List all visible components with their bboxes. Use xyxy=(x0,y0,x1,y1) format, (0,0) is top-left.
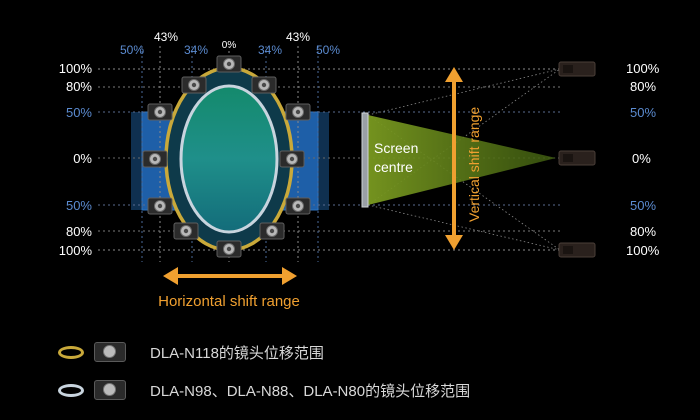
projector-side-icon xyxy=(558,242,596,258)
projector-icon xyxy=(94,342,126,362)
screen-centre-label-line1: Screen xyxy=(374,140,418,156)
screen-centre-label-line2: centre xyxy=(374,159,413,175)
side-projectors xyxy=(558,61,596,258)
top-label-34-right: 34% xyxy=(258,43,282,57)
legend-text-n98-n88-n80: DLA-N98、DLA-N88、DLA-N80的镜头位移范围 xyxy=(150,382,471,400)
top-label-34-left: 34% xyxy=(184,43,208,57)
right-label-100-bottom: 100% xyxy=(626,243,660,258)
projector-icon xyxy=(259,222,285,240)
projector-side-icon xyxy=(558,150,596,166)
projector-icon xyxy=(147,103,173,121)
left-label-50-bottom: 50% xyxy=(66,198,92,213)
projector-icon xyxy=(251,76,277,94)
horizontal-shift-range-label: Horizontal shift range xyxy=(158,293,300,310)
left-label-80-bottom: 80% xyxy=(66,224,92,239)
projector-icon xyxy=(285,197,311,215)
vertical-shift-arrow xyxy=(445,67,463,250)
top-label-43-left: 43% xyxy=(154,30,178,44)
projector-icon xyxy=(147,197,173,215)
projector-icon xyxy=(216,55,242,73)
projection-beam xyxy=(368,115,556,205)
top-label-43-right: 43% xyxy=(286,30,310,44)
right-label-50-bottom: 50% xyxy=(630,198,656,213)
projection-lines xyxy=(367,68,561,251)
right-label-0: 0% xyxy=(632,151,651,166)
projector-icon xyxy=(279,150,305,168)
left-label-100-bottom: 100% xyxy=(59,243,93,258)
right-label-50-top: 50% xyxy=(630,105,656,120)
horizontal-shift-arrow xyxy=(163,267,297,285)
silver-ring-icon xyxy=(58,383,84,397)
projector-icon xyxy=(142,150,168,168)
projection-screen-icon xyxy=(361,112,369,208)
left-label-0: 0% xyxy=(73,151,92,166)
left-label-80-top: 80% xyxy=(66,79,92,94)
projector-icon xyxy=(94,380,126,400)
right-label-80-top: 80% xyxy=(630,79,656,94)
projector-icon xyxy=(216,240,242,258)
gold-ring-icon xyxy=(58,345,84,359)
projector-icon xyxy=(285,103,311,121)
right-label-100-top: 100% xyxy=(626,61,660,76)
legend-text-n118: DLA-N118的镜头位移范围 xyxy=(150,344,324,362)
top-label-50-left: 50% xyxy=(120,43,144,57)
n98-range-ellipse xyxy=(179,84,279,234)
projector-icon xyxy=(173,222,199,240)
vertical-shift-range-label: Vertical shift range xyxy=(466,107,482,222)
left-label-100-top: 100% xyxy=(59,61,93,76)
left-label-50-top: 50% xyxy=(66,105,92,120)
projector-icon xyxy=(181,76,207,94)
legend-item-n118: DLA-N118的镜头位移范围 xyxy=(58,337,324,367)
top-label-0: 0% xyxy=(222,40,237,51)
legend-item-n98-n88-n80: DLA-N98、DLA-N88、DLA-N80的镜头位移范围 xyxy=(58,375,470,405)
right-label-80-bottom: 80% xyxy=(630,224,656,239)
top-label-50-right: 50% xyxy=(316,43,340,57)
projector-side-icon xyxy=(558,61,596,77)
